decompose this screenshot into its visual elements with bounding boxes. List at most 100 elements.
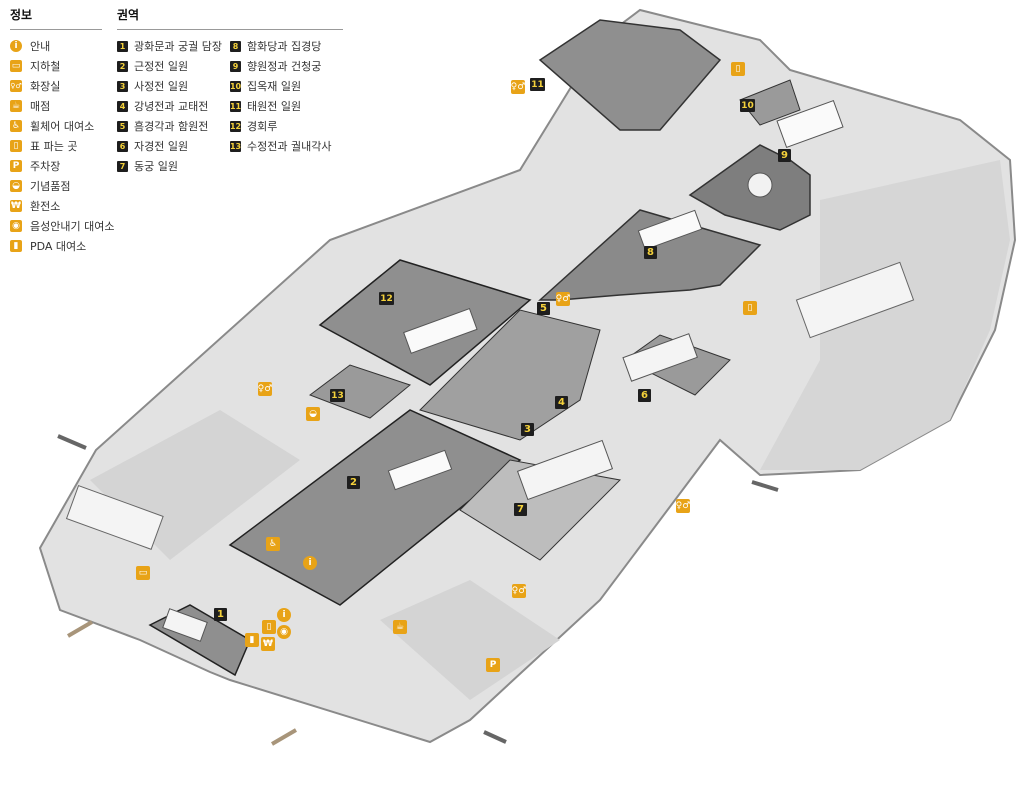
- ticket-icon[interactable]: ▯: [731, 62, 745, 76]
- zone-10-area: [739, 79, 801, 126]
- entrance-arrow-south: [66, 620, 94, 638]
- legend-item-wheelchair: ♿ 휠체어 대여소: [10, 116, 102, 136]
- building-hamhwadang: [637, 209, 703, 251]
- legend-label: 주차장: [30, 160, 61, 173]
- hyangwonjeong-pavilion: [747, 172, 773, 198]
- subway-icon[interactable]: ▭: [136, 566, 150, 580]
- legend-label: 표 파는 곳: [30, 140, 78, 153]
- souvenir-icon: ◒: [10, 180, 22, 192]
- zone-number-badge: 7: [117, 160, 128, 172]
- zone-number-badge: 6: [117, 140, 128, 152]
- souvenir-icon[interactable]: ◒: [306, 407, 320, 421]
- parking-icon: P: [10, 160, 22, 172]
- audio-guide-icon[interactable]: ◉: [277, 625, 291, 639]
- zone-marker-12[interactable]: 12: [379, 292, 394, 305]
- info-legend-title: 정보: [10, 8, 33, 22]
- exchange-icon[interactable]: ₩: [261, 637, 275, 651]
- legend-label: 환전소: [30, 200, 61, 213]
- ticket-icon[interactable]: ▯: [262, 620, 276, 634]
- zone-label: 집옥재 일원: [247, 80, 302, 93]
- legend-item-souvenir: ◒기념품점: [10, 176, 102, 196]
- wheelchair-icon: ♿: [10, 120, 22, 132]
- zone-label: 수정전과 궐내각사: [247, 140, 332, 153]
- building-jagyeongjeon: [622, 333, 698, 382]
- building-gwanghwamun: [162, 608, 208, 642]
- info-icon[interactable]: i: [303, 556, 317, 570]
- ticket-icon: ▯: [10, 140, 22, 152]
- entrance-arrow-southeast: [483, 730, 507, 744]
- legend-item-subway: ▭ 지하철: [10, 56, 102, 76]
- legend-item-pda: ▮ PDA 대여소: [10, 236, 102, 256]
- building-national-palace-museum: [65, 484, 164, 550]
- entrance-arrow-east: [751, 480, 779, 492]
- zone-7-area: [459, 459, 622, 561]
- restroom-icon[interactable]: ♀♂: [555, 292, 571, 306]
- zone-number-badge: 3: [117, 80, 128, 92]
- legend-item-exchange: ₩환전소: [10, 196, 102, 216]
- zone-number-badge: 11: [229, 100, 242, 112]
- ticket-icon[interactable]: ▯: [743, 301, 757, 315]
- zone-marker-13[interactable]: 13: [330, 389, 345, 402]
- zone-label: 사정전 일원: [134, 80, 189, 93]
- legend-label: 매점: [30, 100, 51, 113]
- zone-label: 함화당과 집경당: [247, 40, 322, 53]
- building-geoncheonggung: [776, 99, 844, 149]
- zone-marker-10[interactable]: 10: [740, 99, 755, 112]
- zone-12-area: [318, 259, 532, 386]
- building-geunjeongjeon: [387, 449, 453, 491]
- zone-label: 경회루: [247, 120, 278, 133]
- legend-label: 안내: [30, 40, 51, 53]
- restroom-icon[interactable]: ♀♂: [257, 382, 273, 396]
- zone-label: 광화문과 궁궐 담장: [134, 40, 222, 53]
- restroom-icon[interactable]: ♀♂: [510, 80, 526, 94]
- legend-item-ticket: ▯ 표 파는 곳: [10, 136, 102, 156]
- parking-icon[interactable]: P: [486, 658, 500, 672]
- restroom-icon[interactable]: ♀♂: [511, 584, 527, 598]
- zone-label: 흠경각과 함원전: [134, 120, 209, 133]
- pda-icon[interactable]: ▮: [245, 633, 259, 647]
- zone-item-3: 3 사정전 일원: [117, 76, 230, 96]
- shop-icon: ☕: [10, 100, 22, 112]
- zone-marker-2[interactable]: 2: [347, 476, 360, 489]
- divider: [10, 29, 102, 30]
- info-icon: i: [10, 40, 22, 52]
- legend-label: 음성안내기 대여소: [30, 220, 115, 233]
- zone-marker-11[interactable]: 11: [530, 78, 545, 91]
- zone-number-badge: 10: [229, 80, 242, 92]
- zone-item-5: 5 흠경각과 함원전: [117, 116, 230, 136]
- legend-item-info: i 안내: [10, 36, 102, 56]
- zone-number-badge: 8: [230, 40, 241, 52]
- zone-marker-8[interactable]: 8: [644, 246, 657, 259]
- building-folk-museum: [795, 261, 915, 339]
- legend-label: 휠체어 대여소: [30, 120, 95, 133]
- zone-label: 태원전 일원: [247, 100, 302, 113]
- zone-marker-4[interactable]: 4: [555, 396, 568, 409]
- zone-marker-7[interactable]: 7: [514, 503, 527, 516]
- entrance-arrow-west: [57, 434, 87, 450]
- zone-label: 자경전 일원: [134, 140, 189, 153]
- wheelchair-icon[interactable]: ♿: [266, 537, 280, 551]
- legend-label: 지하철: [30, 60, 61, 73]
- entrance-arrow-south-2: [270, 728, 298, 746]
- zone-item-6: 6 자경전 일원: [117, 136, 230, 156]
- zone-marker-5[interactable]: 5: [537, 302, 550, 315]
- zone-number-badge: 5: [117, 120, 128, 132]
- restroom-icon[interactable]: ♀♂: [675, 499, 691, 513]
- zone-marker-3[interactable]: 3: [521, 423, 534, 436]
- subway-icon: ▭: [10, 60, 22, 72]
- restroom-icon: ♀♂: [10, 80, 22, 92]
- zone-label: 강녕전과 교태전: [134, 100, 209, 113]
- shop-icon[interactable]: ☕: [393, 620, 407, 634]
- audio-guide-icon: ◉: [10, 220, 22, 232]
- zone-marker-1[interactable]: 1: [214, 608, 227, 621]
- zone-marker-9[interactable]: 9: [778, 149, 791, 162]
- pda-icon: ▮: [10, 240, 22, 252]
- legend-label: PDA 대여소: [30, 240, 87, 253]
- zone-marker-6[interactable]: 6: [638, 389, 651, 402]
- info-icon[interactable]: i: [277, 608, 291, 622]
- zone-item-11: 11 태원전 일원: [230, 96, 343, 116]
